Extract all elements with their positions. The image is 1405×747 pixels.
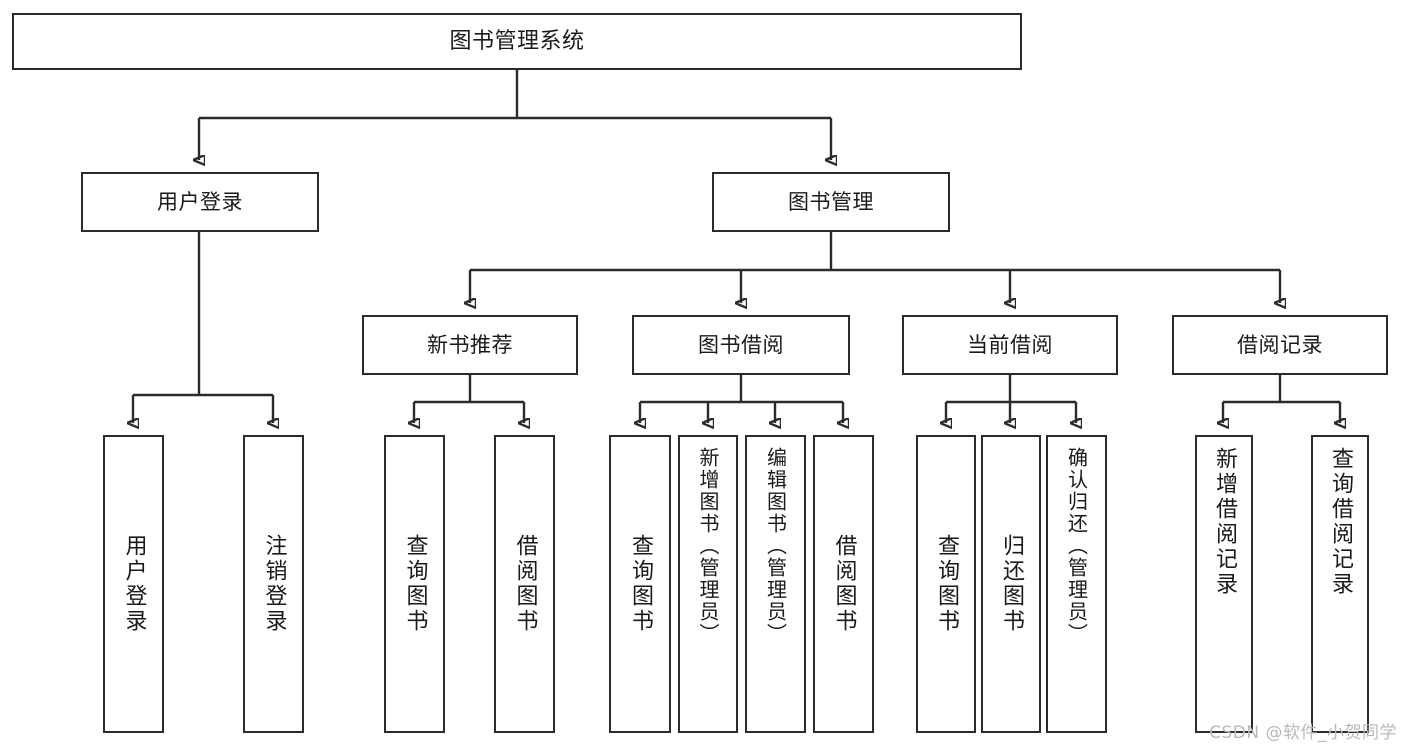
node-user-login[interactable]: 用户登录 xyxy=(81,172,319,232)
leaf-confirm-return-admin[interactable]: 确认归还（管理员） xyxy=(1046,435,1107,733)
leaf-query-book-current[interactable]: 查询图书 xyxy=(916,435,976,733)
node-label: 图书管理系统 xyxy=(449,28,585,54)
leaf-return-book[interactable]: 归还图书 xyxy=(981,435,1041,733)
node-label: 确认归还（管理员） xyxy=(1064,447,1089,645)
node-label: 图书借阅 xyxy=(698,332,784,357)
node-label: 借阅记录 xyxy=(1237,332,1323,357)
node-label: 当前借阅 xyxy=(967,332,1053,357)
leaf-query-book-recommendation[interactable]: 查询图书 xyxy=(384,435,445,733)
node-label: 借阅图书 xyxy=(512,534,538,634)
node-label: 查询图书 xyxy=(402,534,428,634)
node-book-borrowing[interactable]: 图书借阅 xyxy=(632,315,850,375)
leaf-borrow-book-recommendation[interactable]: 借阅图书 xyxy=(494,435,555,733)
node-book-management-system[interactable]: 图书管理系统 xyxy=(12,13,1022,70)
leaf-borrow-book-borrowing[interactable]: 借阅图书 xyxy=(813,435,874,733)
node-label: 用户登录 xyxy=(121,534,147,634)
node-current-borrowing[interactable]: 当前借阅 xyxy=(902,315,1118,375)
node-label: 用户登录 xyxy=(157,189,243,214)
leaf-add-book-admin[interactable]: 新增图书（管理员） xyxy=(678,435,738,733)
node-label: 编辑图书（管理员） xyxy=(763,447,788,645)
leaf-query-book-borrowing[interactable]: 查询图书 xyxy=(609,435,671,733)
leaf-add-borrowing-record[interactable]: 新增借阅记录 xyxy=(1195,435,1253,733)
node-label: 查询图书 xyxy=(934,534,959,634)
node-label: 新增借阅记录 xyxy=(1212,447,1237,597)
leaf-edit-book-admin[interactable]: 编辑图书（管理员） xyxy=(745,435,806,733)
node-label: 归还图书 xyxy=(999,534,1024,634)
leaf-query-borrowing-record[interactable]: 查询借阅记录 xyxy=(1311,435,1369,733)
csdn-watermark: CSDN @软件_小贺同学 xyxy=(1209,723,1397,743)
node-label: 新增图书（管理员） xyxy=(696,447,720,645)
node-label: 查询借阅记录 xyxy=(1328,447,1353,597)
node-label: 图书管理 xyxy=(788,189,874,214)
node-borrowing-record[interactable]: 借阅记录 xyxy=(1172,315,1388,375)
node-label: 查询图书 xyxy=(628,534,653,634)
leaf-user-login[interactable]: 用户登录 xyxy=(103,435,164,733)
node-book-management[interactable]: 图书管理 xyxy=(712,172,950,232)
node-label: 注销登录 xyxy=(261,534,287,634)
node-label: 借阅图书 xyxy=(831,534,857,634)
node-new-book-recommendation[interactable]: 新书推荐 xyxy=(362,315,578,375)
leaf-logout[interactable]: 注销登录 xyxy=(243,435,304,733)
node-label: 新书推荐 xyxy=(427,332,513,357)
